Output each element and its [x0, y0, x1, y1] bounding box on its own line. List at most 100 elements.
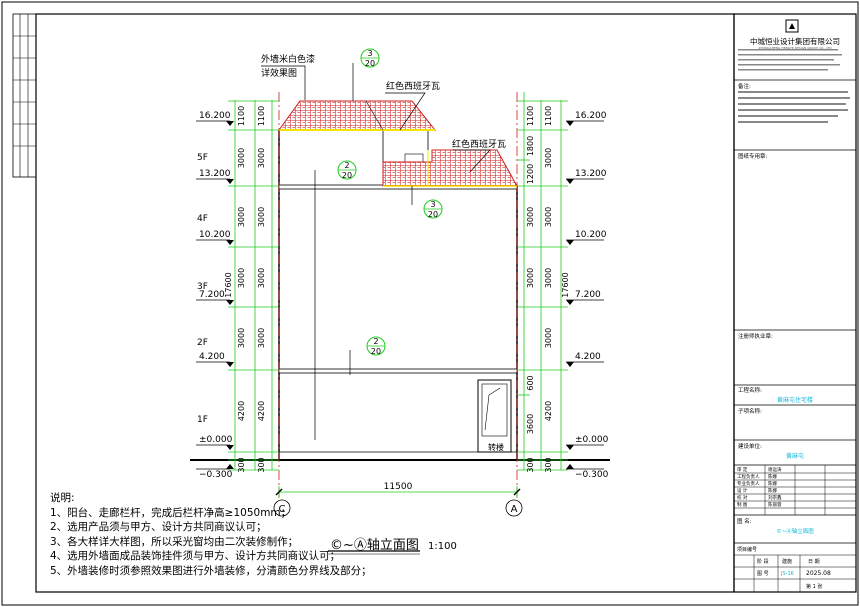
dimension-text: 4200 — [257, 401, 266, 421]
sign-name: 陈丽蓉 — [768, 501, 782, 508]
callout-bottom-number: 20 — [371, 347, 381, 356]
callout-bottom-number: 20 — [365, 59, 375, 68]
discipline-label: 阶 段 — [757, 558, 769, 565]
sign-name: 谢运涛 — [768, 466, 782, 473]
callout-bottom-number: 20 — [428, 210, 438, 219]
drawing-scale: 1:100 — [428, 541, 457, 552]
sign-name: 陈娜 — [768, 473, 777, 480]
floor-label-1f: 1F — [197, 415, 208, 425]
total-height-right: 17600 — [561, 272, 570, 297]
note-item: 2、选用产品须与甲方、设计方共同商议认可； — [50, 521, 267, 534]
right-dimension-lines — [517, 92, 568, 471]
dimension-text: 300 — [526, 457, 535, 472]
note-item: 4、选用外墙面成品装饰挂件须与甲方、设计方共同商议认可； — [50, 550, 341, 563]
grid-label-c: C — [279, 504, 286, 515]
total-width: 11500 — [384, 482, 413, 492]
dimension-text: 3000 — [526, 268, 535, 288]
drawing-stamp-label: 图纸专用章: — [738, 152, 768, 160]
note-item: 1、阳台、走廊栏杆，完成后栏杆净高≥1050mm； — [50, 506, 292, 519]
elevation-left: 4.200 — [199, 352, 225, 362]
callout-top-number: 2 — [344, 161, 349, 170]
dimension-text: 3000 — [237, 268, 246, 288]
floor-label-3f: 3F — [197, 282, 208, 292]
upper-roof — [278, 100, 437, 131]
dimension-text: 600 — [526, 375, 535, 390]
grid-bubble-c — [273, 499, 291, 517]
sign-role: 工程负责人 — [737, 473, 760, 480]
left-dimension-lines — [228, 100, 279, 471]
date-label: 日 期 — [808, 559, 820, 565]
detail-callouts — [337, 48, 443, 356]
callout-top-number: 3 — [430, 200, 435, 209]
dimension-text: 3000 — [544, 148, 553, 168]
note-item: 3、各大样详大样图，所以采光窗均由二次装修制作； — [50, 535, 299, 548]
sign-name: 陈娜 — [768, 480, 777, 487]
subitem-label: 子项名称: — [738, 407, 762, 415]
elevation-markers — [226, 121, 574, 469]
elevation-left: 7.200 — [199, 290, 225, 300]
sheet-number: JS-16 — [780, 571, 794, 577]
company-name: 中城恒业设计集团有限公司 — [750, 36, 840, 46]
elevation-left: ±0.000 — [199, 435, 233, 445]
sign-role: 制 图 — [737, 501, 748, 508]
company-name-en: ZHONGCHENG HENGYE DESIGN GROUP CO., LTD — [758, 46, 832, 50]
elevation-right: 10.200 — [575, 230, 607, 240]
drawing-name: ©~Ⓐ轴立面图 — [776, 527, 814, 535]
dimension-text: 3600 — [526, 414, 535, 434]
elevation-right: −0.300 — [575, 470, 609, 480]
sign-table: 审 定 谢运涛 工程负责人 陈娜 专业负责人 陈娜 设 计 陈娜 校 对 刘宗鑫… — [737, 466, 782, 508]
callout-bottom-number: 20 — [342, 171, 352, 180]
floor-label-4f: 4F — [197, 214, 208, 224]
callout-top-number: 2 — [373, 337, 378, 346]
dimension-text: 3000 — [257, 328, 266, 348]
elevation-right: 7.200 — [575, 290, 601, 300]
project-name-label: 工程名称: — [738, 386, 762, 394]
project-no-label: 项目编号 — [737, 546, 757, 553]
title-block — [733, 13, 857, 593]
sign-name: 陈娜 — [768, 487, 777, 494]
callout-top-number: 3 — [367, 49, 372, 58]
elevation-left: 16.200 — [199, 111, 231, 121]
discipline: 建施 — [782, 558, 792, 565]
dimension-text: 300 — [237, 457, 246, 472]
annotation-red-tile-1: 红色西班牙瓦 — [386, 80, 440, 92]
floor-label-5f: 5F — [197, 153, 208, 163]
dimension-text: 3000 — [544, 328, 553, 348]
notes-heading: 说明: — [50, 492, 75, 504]
total-height-left: 17600 — [224, 272, 233, 297]
sign-role: 专业负责人 — [737, 480, 760, 487]
elevation-left: 10.200 — [199, 230, 231, 240]
grid-label-a: A — [511, 504, 518, 515]
registered-stamp-label: 注册师执业章: — [738, 332, 773, 340]
dimension-text: 3000 — [237, 148, 246, 168]
dimension-text: 3000 — [257, 207, 266, 227]
elevation-left: −0.300 — [199, 470, 233, 480]
sign-role: 校 对 — [737, 494, 748, 501]
dimension-text: 1100 — [237, 106, 246, 126]
client-label: 建设单位: — [738, 442, 762, 450]
dimension-text: 3000 — [257, 268, 266, 288]
dimension-text: 3000 — [544, 268, 553, 288]
dimension-text: 4200 — [237, 401, 246, 421]
elevation-right: 4.200 — [575, 352, 601, 362]
notes-block: 说明: 1、阳台、走廊栏杆，完成后栏杆净高≥1050mm； 2、选用产品须与甲方… — [50, 491, 372, 579]
dimension-text: 300 — [257, 457, 266, 472]
elevation-right: ±0.000 — [575, 435, 609, 445]
annotation-stair: 转楼 — [488, 442, 504, 452]
dimension-text: 1200 — [526, 164, 535, 184]
annotation-red-tile-2: 红色西班牙瓦 — [452, 138, 506, 150]
dimension-text: 3000 — [237, 328, 246, 348]
drawing-name-label: 图 名: — [737, 517, 752, 525]
drawing-date: 2025.08 — [806, 570, 831, 577]
drawing-title: ©~Ⓐ轴立面图 — [330, 538, 419, 553]
dimension-text: 3000 — [544, 207, 553, 227]
dimension-text: 1800 — [526, 136, 535, 156]
annotation-leaders — [261, 63, 491, 440]
sign-role: 设 计 — [737, 487, 748, 494]
binding-strip — [12, 13, 37, 178]
sign-role: 审 定 — [737, 466, 748, 473]
dimension-text: 3000 — [257, 148, 266, 168]
elevation-right: 16.200 — [575, 111, 607, 121]
